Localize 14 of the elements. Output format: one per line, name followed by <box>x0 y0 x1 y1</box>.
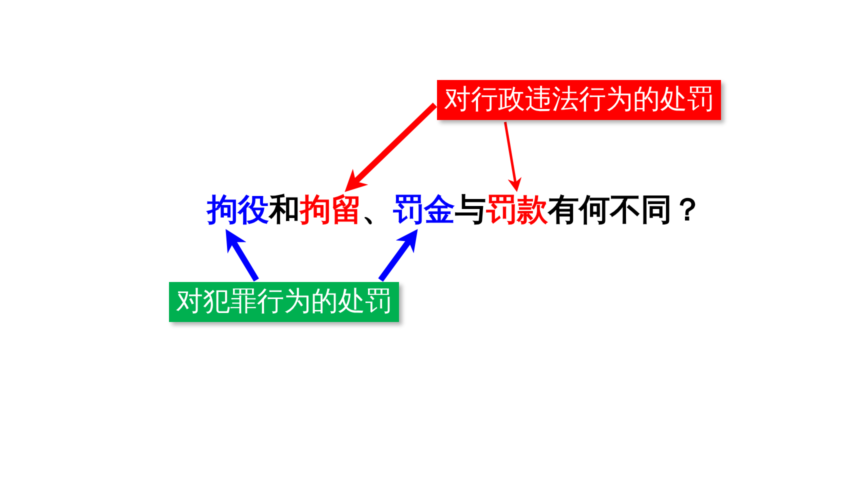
question-text: 与 <box>455 195 486 226</box>
term-text: 罚金 <box>393 195 455 226</box>
term-text: 拘留 <box>300 195 362 226</box>
penalty-category-box: 对行政违法行为的处罚 <box>437 80 721 120</box>
arrow <box>226 228 259 282</box>
question-text: 、 <box>362 195 393 226</box>
question-text: 和 <box>269 195 300 226</box>
arrow <box>344 102 438 192</box>
arrow <box>378 229 418 282</box>
question-text: 有何不同？ <box>548 195 703 226</box>
arrow <box>504 122 522 192</box>
penalty-category-box: 对犯罪行为的处罚 <box>169 282 399 322</box>
term-text: 拘役 <box>207 195 269 226</box>
term-text: 罚款 <box>486 195 548 226</box>
